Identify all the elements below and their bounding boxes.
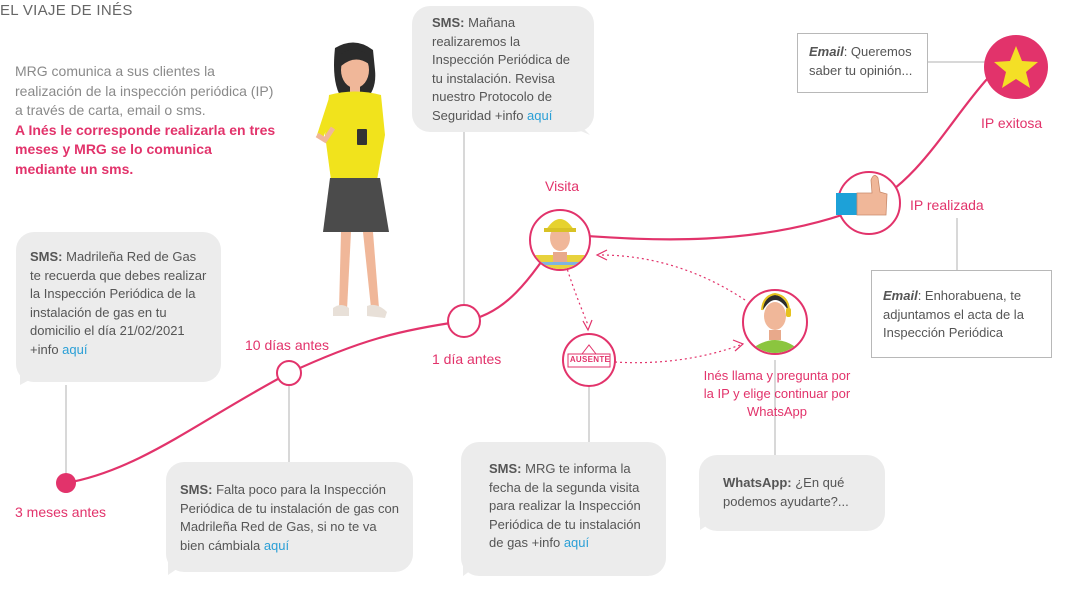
email-prefix: Email — [809, 44, 844, 59]
intro-text: MRG comunica a sus clientes la realizaci… — [15, 62, 277, 179]
node-1-day — [447, 304, 481, 338]
technician-icon — [529, 209, 591, 271]
arrow-head — [595, 249, 608, 261]
whatsapp-text: ¿En qué podemos ayudarte?... — [723, 475, 849, 509]
info-link[interactable]: aquí — [527, 107, 553, 123]
intro-description: MRG comunica a sus clientes la realizaci… — [15, 63, 274, 118]
email-prefix: Email — [883, 288, 918, 303]
dotted-arrow — [599, 254, 746, 301]
whatsapp-bubble: WhatsApp: ¿En qué podemos ayudarte?... — [699, 455, 885, 531]
email-box-survey: Email: Queremos saber tu opinión... — [797, 33, 928, 93]
sms-prefix: SMS: — [432, 15, 465, 30]
sms-text: Mañana realizaremos la Inspección Periód… — [432, 15, 571, 123]
sms-bubble-3: SMS: Mañana realizaremos la Inspección P… — [412, 6, 594, 132]
stage-label-ip-done: IP realizada — [910, 197, 984, 213]
sms-text: Madrileña Red de Gas te recuerda que deb… — [30, 249, 207, 357]
stage-label-call: Inés llama y pregunta por la IP y elige … — [703, 368, 851, 419]
stage-label-ip-success: IP exitosa — [981, 115, 1043, 131]
info-link[interactable]: aquí — [563, 535, 590, 550]
dotted-arrow — [565, 264, 589, 326]
sms-bubble-1: SMS: Madrileña Red de Gas te recuerda qu… — [16, 232, 221, 382]
sms-text: MRG te informa la fecha de la segunda vi… — [489, 461, 641, 550]
stage-label-3-months: 3 meses antes — [15, 504, 107, 520]
dotted-arrow — [614, 344, 741, 364]
stage-label-visit: Visita — [545, 178, 579, 194]
sms-bubble-2: SMS: Falta poco para la Inspección Perió… — [166, 462, 413, 572]
email-text: : Enhorabuena, te adjuntamos el acta de … — [883, 288, 1024, 340]
stage-label-1-day: 1 día antes — [432, 351, 502, 367]
stage-label-10-days: 10 días antes — [245, 337, 330, 353]
thumbs-up-icon — [836, 171, 901, 235]
info-link[interactable]: aquí — [263, 537, 290, 553]
sms-prefix: SMS: — [489, 461, 522, 476]
page-title: EL VIAJE DE INÉS — [0, 2, 133, 19]
sms-prefix: SMS: — [30, 249, 63, 264]
node-10-days — [276, 360, 302, 386]
absent-node — [562, 333, 616, 387]
info-link[interactable]: aquí — [62, 341, 88, 357]
woman-figure — [315, 42, 389, 318]
call-center-agent-icon — [742, 289, 808, 355]
sms-text: Falta poco para la Inspección Periódica … — [180, 482, 399, 553]
node-3-months — [56, 473, 76, 493]
arrow-head — [732, 339, 745, 352]
absent-stamp: AUSENTE — [569, 355, 611, 364]
sms-bubble-4: SMS: MRG te informa la fecha de la segun… — [461, 442, 666, 576]
star-icon — [984, 35, 1048, 99]
sms-prefix: SMS: — [180, 482, 213, 497]
arrow-head — [582, 319, 593, 332]
email-text: : Queremos saber tu opinión... — [809, 44, 913, 78]
whatsapp-prefix: WhatsApp: — [723, 475, 792, 490]
email-box-report: Email: Enhorabuena, te adjuntamos el act… — [871, 270, 1052, 358]
intro-highlight: A Inés le corresponde realizarla en tres… — [15, 121, 276, 177]
